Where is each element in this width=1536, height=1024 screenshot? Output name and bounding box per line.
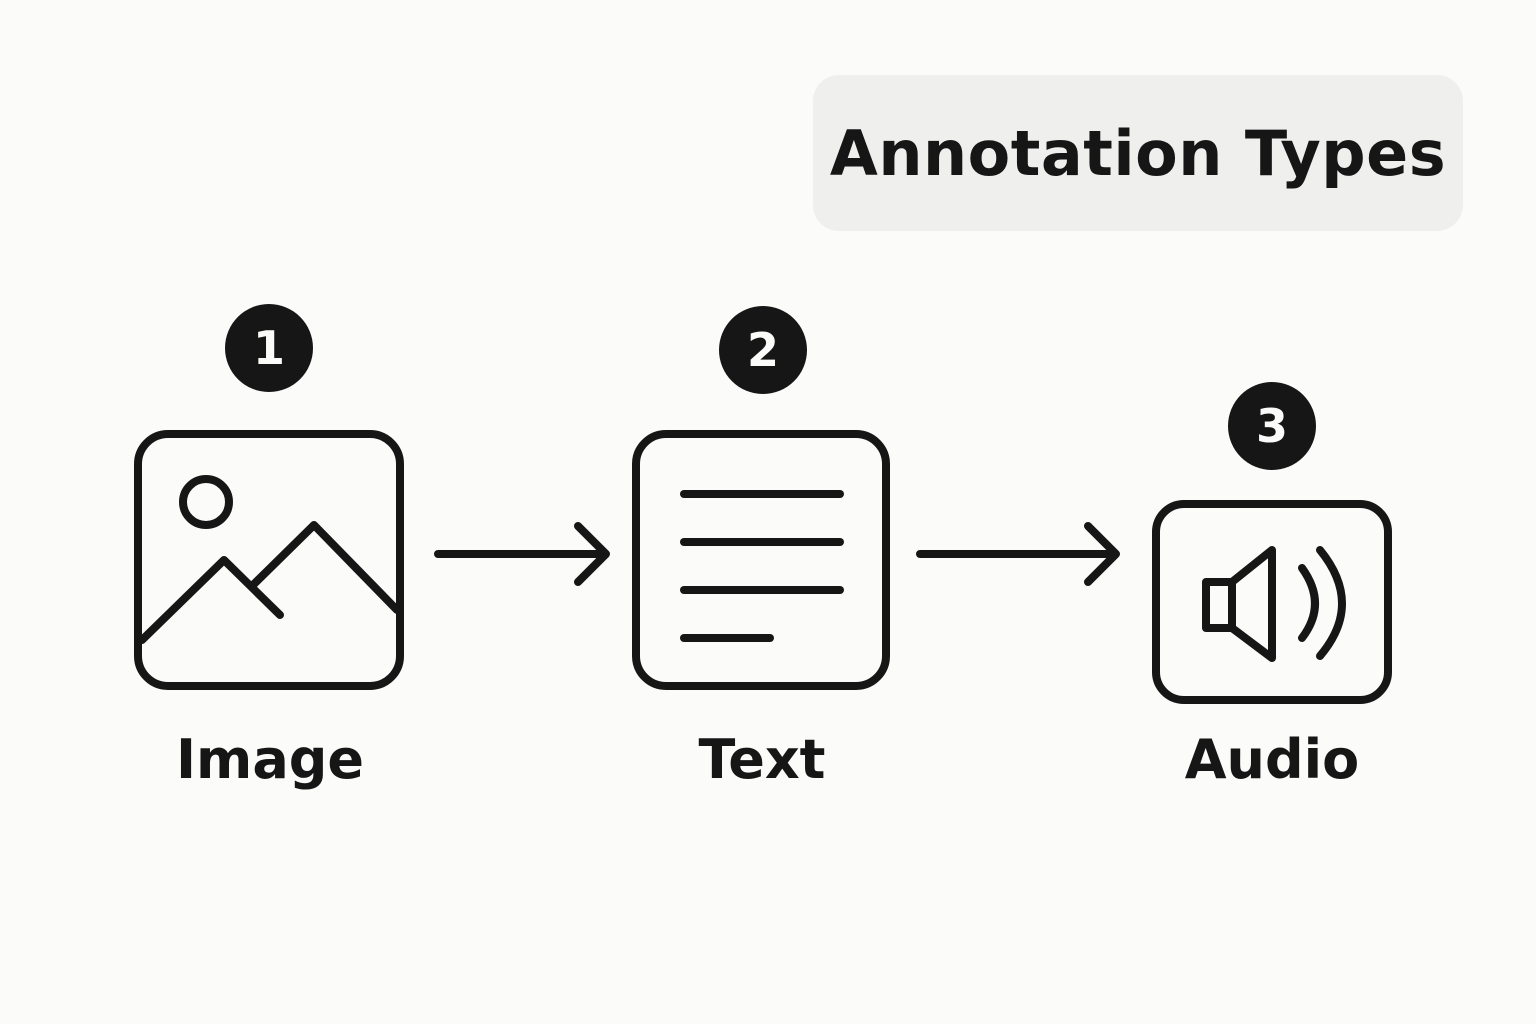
speaker-icon [1152,500,1392,704]
text-lines-icon [632,430,890,690]
step-1-label: Image [175,728,365,791]
arrow-right-icon [916,522,1120,586]
step-3-badge: 3 [1228,382,1316,470]
step-2-badge: 2 [719,306,807,394]
step-1-badge: 1 [225,304,313,392]
image-icon [134,430,404,690]
title-box: Annotation Types [813,75,1463,231]
diagram-title: Annotation Types [829,116,1447,190]
arrow-right-icon [434,522,610,586]
step-3-label: Audio [1184,728,1360,791]
step-2-label: Text [698,728,826,791]
